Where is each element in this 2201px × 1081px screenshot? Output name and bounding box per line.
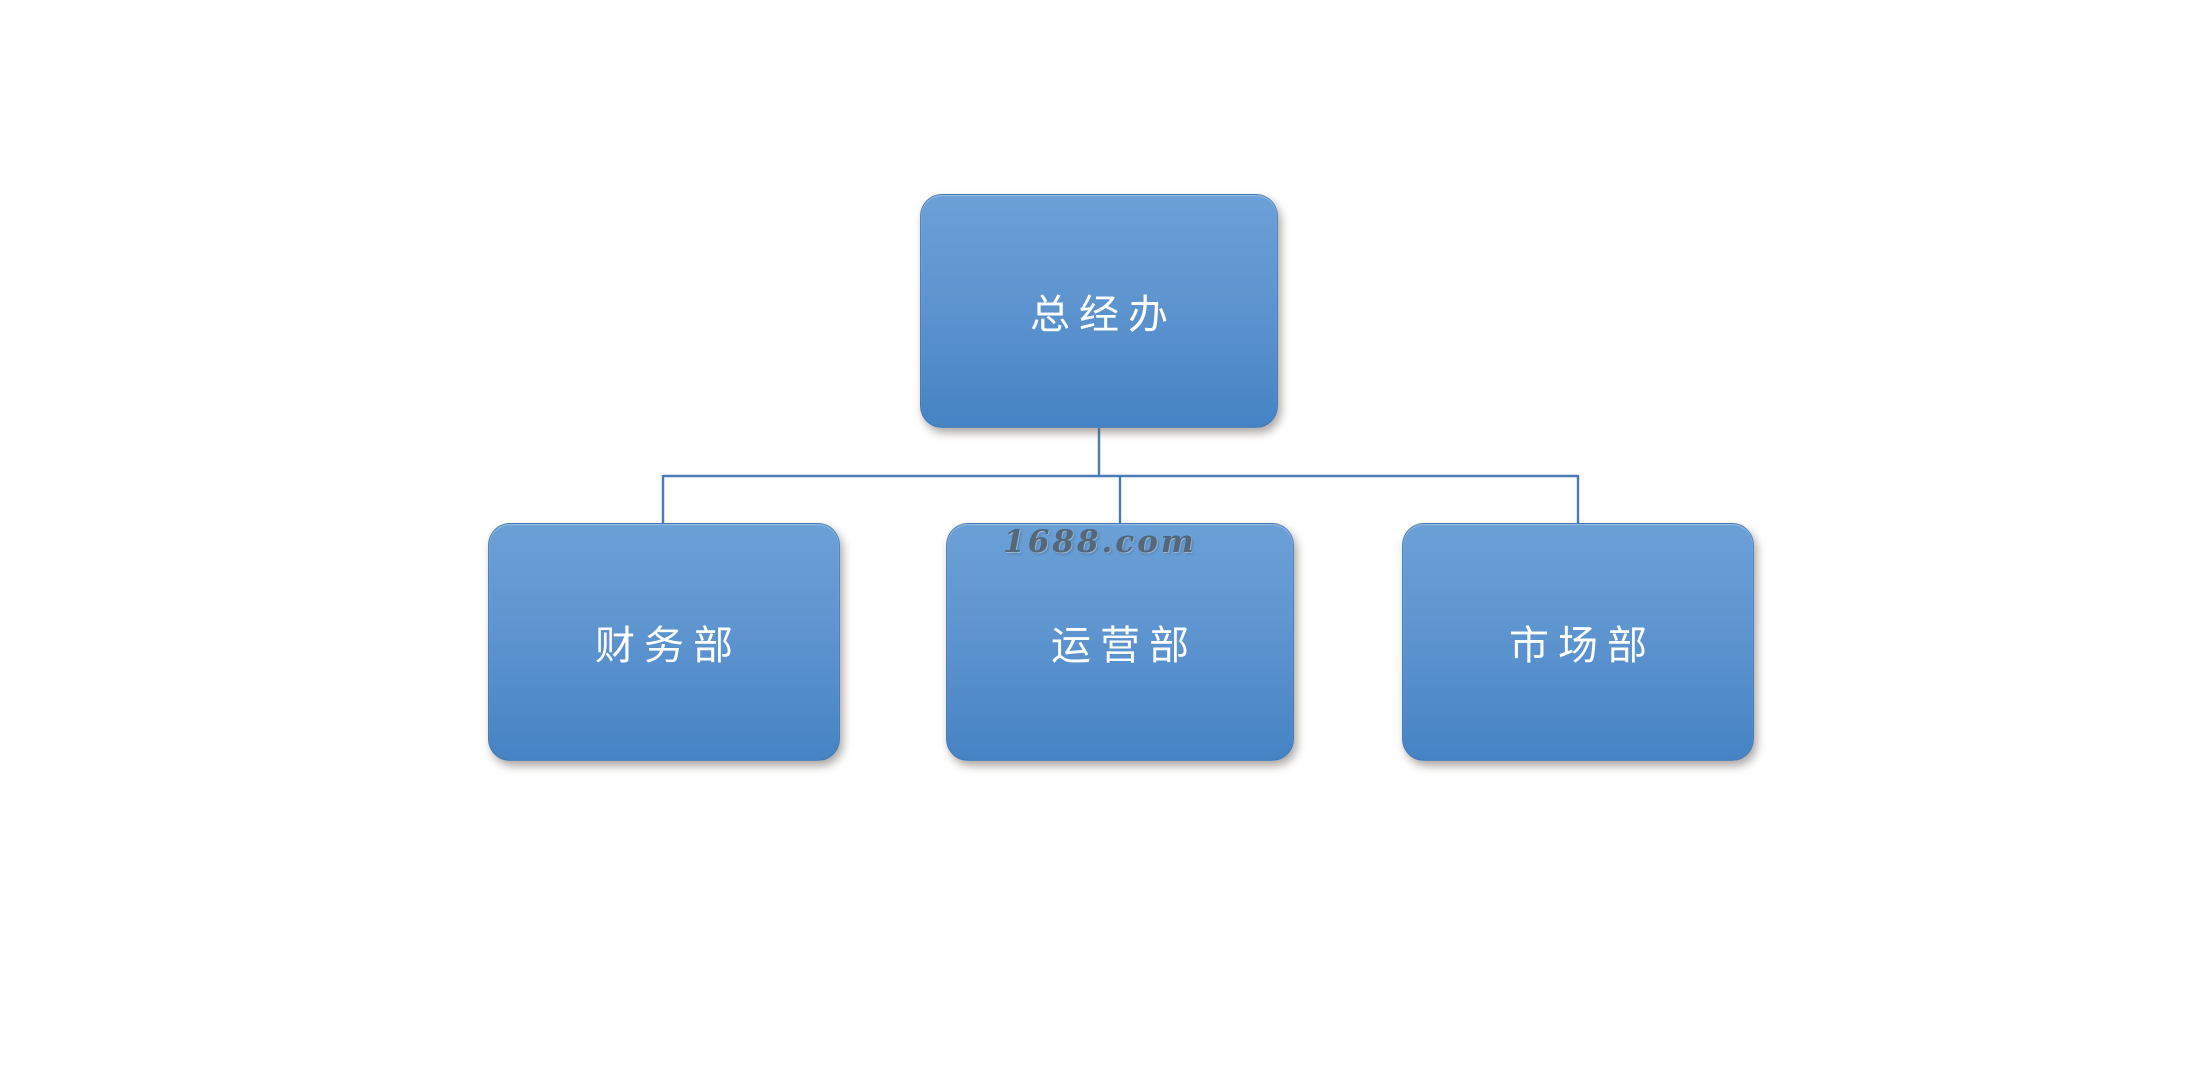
org-node-marketing: 市场部 [1402,523,1754,761]
org-node-finance: 财务部 [488,523,840,761]
org-node-marketing-label: 市场部 [1509,624,1656,668]
org-node-finance-label: 财务部 [595,624,742,668]
org-node-operations: 运营部 [946,523,1294,761]
org-node-root: 总经办 [920,194,1278,428]
watermark-text: 1688.com [1003,524,1197,560]
org-node-operations-label: 运营部 [1051,624,1198,668]
org-node-root-label: 总经办 [1030,293,1177,337]
